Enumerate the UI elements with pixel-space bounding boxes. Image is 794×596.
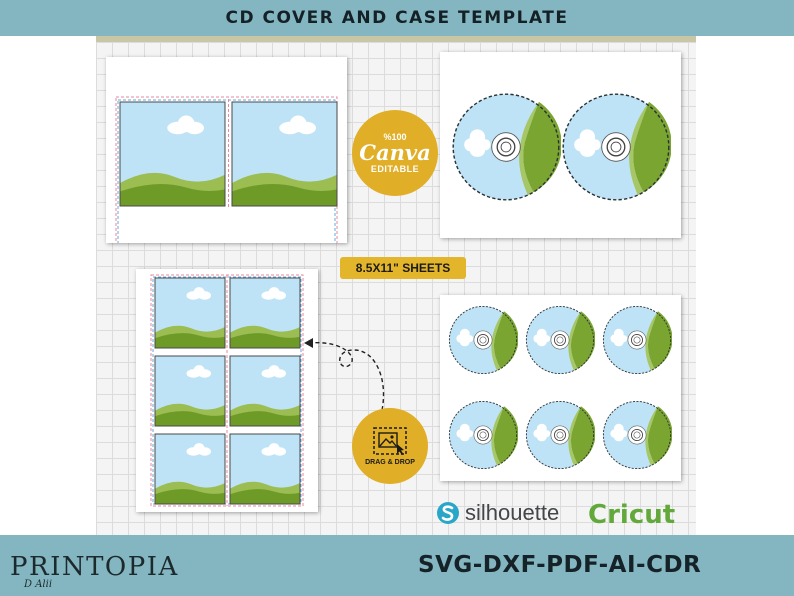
- image-drop-icon: [373, 427, 407, 455]
- sheet-size-label: 8.5X11" SHEETS: [340, 257, 466, 279]
- printopia-wordmark: PRINTOPIA: [10, 552, 179, 582]
- drag-arrow: [304, 338, 385, 411]
- cricut-logo: Cricut: [588, 500, 675, 530]
- cd-label-sheet-small: [440, 295, 681, 481]
- page-title: CD COVER AND CASE TEMPLATE: [225, 8, 569, 28]
- silhouette-text: silhouette: [465, 500, 560, 525]
- cover-sheet-large-art: [115, 96, 338, 269]
- banner-shadow: [96, 36, 696, 42]
- drag-drop-label: DRAG & DROP: [365, 459, 415, 466]
- cover-sheet-large: [106, 57, 347, 269]
- printopia-logo: PRINTOPIA D Alii: [10, 552, 179, 590]
- cover-sheet-small: [136, 269, 318, 512]
- cd-label-sheet-small-art: [440, 295, 681, 481]
- canva-percent: %100: [383, 132, 407, 142]
- cricut-text: Cricut: [588, 500, 676, 530]
- canva-logo-text: Canva: [359, 140, 431, 165]
- cd-label-sheet-large-art: [440, 52, 681, 238]
- canva-editable-label: EDITABLE: [370, 164, 420, 174]
- footer-banner: [0, 535, 794, 596]
- silhouette-s-icon: [437, 502, 459, 524]
- drag-drop-badge: DRAG & DROP: [352, 408, 428, 484]
- silhouette-logo: silhouette: [436, 500, 559, 526]
- header-banner: CD COVER AND CASE TEMPLATE: [0, 0, 794, 36]
- cd-label-sheet-large: [440, 52, 681, 238]
- cd-label: [563, 94, 672, 200]
- canva-editable-badge: %100 Canva EDITABLE: [352, 110, 438, 196]
- cover-sheet-small-art: [150, 274, 304, 507]
- file-formats: SVG-DXF-PDF-AI-CDR: [418, 552, 702, 578]
- cd-label: [453, 94, 562, 200]
- printopia-signature: D Alii: [24, 579, 53, 590]
